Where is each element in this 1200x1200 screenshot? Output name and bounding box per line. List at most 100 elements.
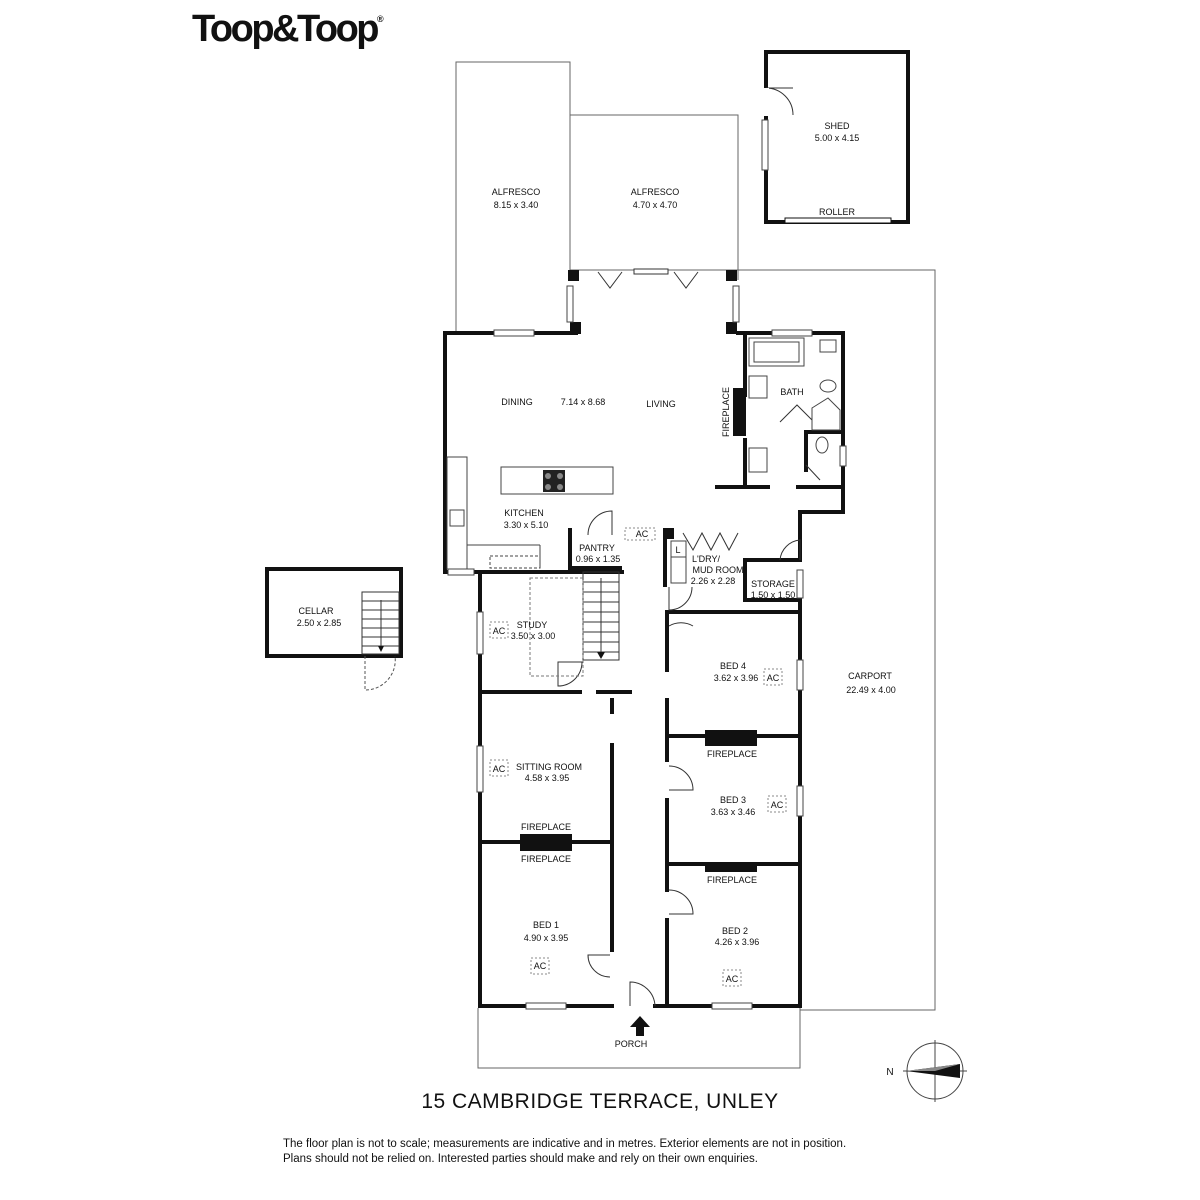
label-storage: STORAGE: [751, 579, 795, 589]
label-fireplace-sitting: FIREPLACE: [521, 822, 571, 832]
vanity-2: [748, 447, 768, 473]
label-shed-roller: ROLLER: [819, 207, 856, 217]
property-address: 15 CAMBRIDGE TERRACE, UNLEY: [421, 1090, 779, 1113]
size-bed3: 3.63 x 3.46: [711, 807, 756, 817]
size-bed1: 4.90 x 3.95: [524, 933, 569, 943]
porch-outline: [477, 1008, 801, 1069]
label-bed2: BED 2: [722, 926, 748, 936]
shed-door-swing: [765, 87, 794, 116]
alfresco-1-outline: [455, 61, 571, 333]
fireplace-sitting-bed1: [520, 834, 572, 851]
shed: [761, 50, 910, 224]
wall-bath-interior: [715, 331, 845, 489]
label-laundry-2: MUD ROOM: [693, 565, 744, 575]
bifold-doors: [597, 268, 739, 552]
cellar-stairs: [361, 591, 400, 655]
alfresco-2-outline: [570, 114, 739, 280]
fireplaces: [520, 388, 757, 872]
compass-label: N: [886, 1067, 893, 1078]
label-living: LIVING: [646, 399, 676, 409]
size-alfresco-1: 8.15 x 3.40: [494, 200, 539, 210]
study-stairs: [582, 571, 620, 661]
label-ac-kitchen: AC: [636, 529, 649, 539]
label-ac-bed4: AC: [767, 673, 780, 683]
wall-laundry: [663, 538, 802, 602]
bathtub: [748, 337, 805, 367]
brand-logo: Toop&Toop®: [192, 8, 384, 51]
label-porch: PORCH: [615, 1039, 648, 1049]
shed-window: [761, 119, 769, 171]
wall-hall-west: [478, 570, 614, 1008]
label-kitchen: KITCHEN: [504, 508, 544, 518]
cooktop-burners: [545, 473, 563, 490]
size-study: 3.50 x 3.00: [511, 631, 556, 641]
vanity-1: [748, 375, 768, 399]
fireplace-living: [733, 388, 746, 436]
door-swings: [557, 404, 821, 1007]
label-dining: DINING: [501, 397, 533, 407]
label-ac-bed3: AC: [771, 800, 784, 810]
cellar: [265, 567, 403, 691]
cellar-stair-arrow: [378, 646, 384, 652]
cellar-walls: [265, 567, 403, 658]
size-storage: 1.50 x 1.50: [751, 590, 796, 600]
study-cellar-hatch: [529, 577, 584, 677]
label-fireplace-bed3: FIREPLACE: [707, 749, 757, 759]
compass: [903, 1040, 967, 1102]
wall-bath-ensuite: [804, 430, 845, 472]
cellar-door-swing: [364, 655, 396, 691]
label-fireplace-bed1: FIREPLACE: [521, 854, 571, 864]
disclaimer-line-1: The floor plan is not to scale; measurem…: [283, 1138, 847, 1150]
label-ac-sitting: AC: [493, 764, 506, 774]
size-laundry: 2.26 x 2.28: [691, 576, 736, 586]
label-fireplace-living: FIREPLACE: [721, 387, 731, 437]
kitchen-fittings: [446, 456, 614, 570]
label-laundry-1: L'DRY/: [692, 554, 721, 564]
label-laundry-appliance: L: [675, 545, 680, 555]
shed-door-opening: [763, 88, 769, 116]
label-ac-bed2: AC: [726, 974, 739, 984]
kitchen-island: [500, 466, 614, 495]
wall-west-upper: [443, 331, 578, 574]
wall-pantry: [568, 528, 622, 570]
label-shed: SHED: [824, 121, 850, 131]
label-bath: BATH: [780, 387, 803, 397]
wall-bath-outer: [736, 331, 845, 562]
label-sitting-room: SITTING ROOM: [516, 762, 582, 772]
toilet-2: [815, 436, 829, 454]
fireplace-bed4-bed3: [705, 730, 757, 746]
size-alfresco-2: 4.70 x 4.70: [633, 200, 678, 210]
shed-roller-door: [784, 217, 892, 224]
disclaimer: The floor plan is not to scale; measurem…: [283, 1137, 923, 1167]
label-pantry: PANTRY: [579, 543, 615, 553]
label-cellar: CELLAR: [298, 606, 334, 616]
study-stair-arrow: [597, 652, 605, 659]
ac-unit-boxes: [489, 527, 787, 987]
entry-arrow: [630, 1016, 650, 1036]
label-bed4: BED 4: [720, 661, 746, 671]
size-kitchen: 3.30 x 5.10: [504, 520, 549, 530]
size-cellar: 2.50 x 2.85: [297, 618, 342, 628]
size-bed4: 3.62 x 3.96: [714, 673, 759, 683]
house-walls: [443, 331, 845, 1008]
exterior-outlines: [455, 61, 936, 1069]
bath-fittings: [748, 337, 841, 473]
registered-mark: ®: [377, 14, 384, 24]
carport-outline: [738, 269, 936, 1011]
toilet-1: [819, 379, 837, 393]
fireplace-bed2: [705, 864, 757, 872]
size-sitting-room: 4.58 x 3.95: [525, 773, 570, 783]
label-bed1: BED 1: [533, 920, 559, 930]
size-pantry: 0.96 x 1.35: [576, 554, 621, 564]
label-alfresco-2: ALFRESCO: [631, 187, 680, 197]
size-carport: 22.49 x 4.00: [846, 685, 896, 695]
size-bed2: 4.26 x 3.96: [715, 937, 760, 947]
label-bed3: BED 3: [720, 795, 746, 805]
size-shed: 5.00 x 4.15: [815, 133, 860, 143]
label-fireplace-bed2: FIREPLACE: [707, 875, 757, 885]
brand-logo-text: Toop&Toop: [192, 8, 380, 50]
laundry-bench: [670, 556, 687, 584]
label-ac-study: AC: [493, 626, 506, 636]
label-ac-bed1: AC: [534, 961, 547, 971]
